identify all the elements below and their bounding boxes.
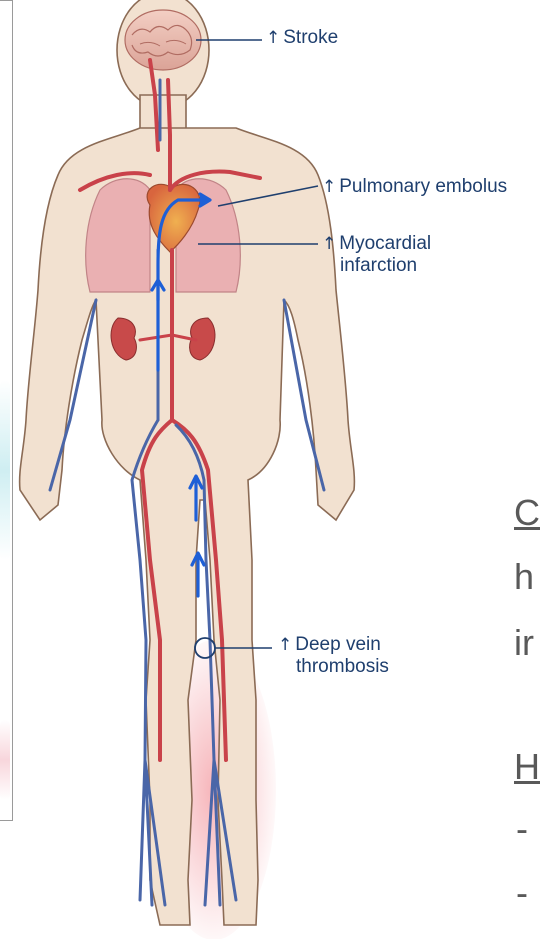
up-arrow-icon: ↑ <box>322 177 336 197</box>
up-arrow-icon: ↑ <box>266 28 280 48</box>
up-arrow-icon: ↑ <box>278 635 292 655</box>
slide-bullet-fragment-2: - <box>516 872 528 914</box>
myocardial-infarction-label: ↑Myocardial infarction <box>322 233 431 277</box>
mi-text-line1: Myocardial <box>339 233 431 254</box>
pulmonary-text: Pulmonary embolus <box>339 176 507 197</box>
slide-text-fragment-2: ir <box>514 622 534 664</box>
body-silhouette <box>20 0 355 925</box>
slide-bullet-fragment-1: - <box>516 808 528 850</box>
dvt-label: ↑Deep vein thrombosis <box>278 634 389 678</box>
stroke-label: ↑Stroke <box>266 27 338 49</box>
slide-text-fragment-1: h <box>514 556 534 598</box>
brain <box>125 10 201 70</box>
up-arrow-icon: ↑ <box>322 234 336 254</box>
mi-text-line2: infarction <box>322 255 431 277</box>
slide-heading-fragment: C <box>514 492 540 534</box>
dvt-text-line1: Deep vein <box>295 634 381 655</box>
dvt-text-line2: thrombosis <box>278 656 389 678</box>
pulmonary-embolus-label: ↑Pulmonary embolus <box>322 176 507 198</box>
slide-subheading-fragment: H <box>514 746 540 788</box>
stroke-text: Stroke <box>283 27 338 48</box>
